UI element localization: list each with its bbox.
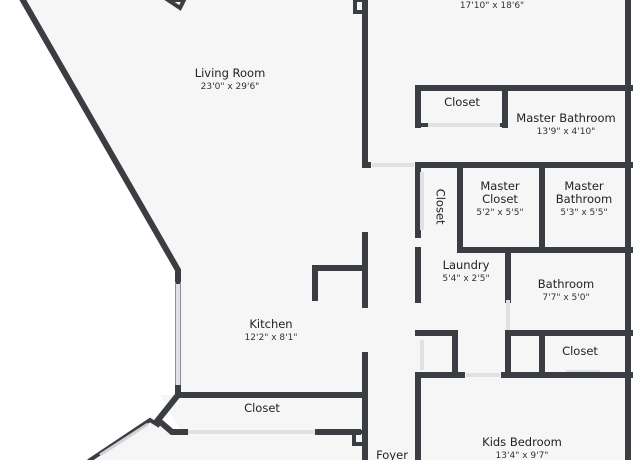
closet-bottom-label: Closet (244, 401, 280, 415)
wall-entry-angled (87, 417, 161, 460)
laundry-label: Laundry 5'4" x 2'5" (442, 258, 490, 285)
master-closet-dims: 5'2" x 5'5" (476, 208, 524, 219)
closet-vertical-label: Closet (433, 188, 448, 225)
foyer-label: Foyer (376, 448, 408, 460)
floor-entry-angled (90, 420, 365, 460)
floor-closet-bottom (160, 395, 365, 430)
bathroom-name: Bathroom (537, 277, 595, 291)
master-bathroom-a-name: Master Bathroom (516, 111, 616, 125)
floor-right-rooms (418, 88, 630, 460)
master-bathroom-a-label: Master Bathroom 13'9" x 4'10" (516, 111, 616, 138)
master-bathroom-b-label: Master Bathroom 5'3" x 5'5" (555, 179, 613, 219)
kitchen-label: Kitchen 12'2" x 8'1" (244, 317, 298, 344)
column-bottom (352, 430, 366, 446)
master-closet-name-2: Closet (482, 192, 518, 207)
kids-bedroom-name: Kids Bedroom (482, 435, 562, 449)
master-bathroom-b-name-2: Bathroom (555, 192, 613, 207)
closet-vertical-name: Closet (433, 188, 448, 225)
bathroom-dims: 7'7" x 5'0" (542, 293, 590, 304)
master-bathroom-a-dims: 13'9" x 4'10" (536, 127, 596, 138)
living-room-dims: 23'0" x 29'6" (200, 82, 260, 93)
kids-bedroom-dims: 13'4" x 9'7" (495, 451, 549, 460)
living-room-name: Living Room (194, 66, 266, 80)
laundry-dims: 5'4" x 2'5" (442, 274, 490, 285)
master-bedroom-dims: 17'10" x 18'6" (459, 1, 525, 11)
closet-right-name: Closet (562, 344, 598, 358)
foyer-name: Foyer (376, 448, 408, 460)
master-closet-name-1: Master (480, 179, 520, 193)
master-closet-label: Master Closet 5'2" x 5'5" (476, 179, 524, 219)
kids-bedroom-label: Kids Bedroom 13'4" x 9'7" (482, 435, 562, 460)
kitchen-dims: 12'2" x 8'1" (244, 333, 298, 344)
closet-top-name: Closet (444, 95, 480, 109)
wall-kitchen-counter (312, 265, 365, 301)
floor-living-kitchen (22, 0, 418, 460)
master-bathroom-b-name-1: Master (564, 179, 604, 193)
kitchen-name: Kitchen (249, 317, 293, 331)
window-entry (99, 422, 149, 457)
living-room-label: Living Room 23'0" x 29'6" (194, 66, 266, 93)
master-bedroom-label: 17'10" x 18'6" (460, 0, 524, 11)
bathroom-label: Bathroom 7'7" x 5'0" (537, 277, 595, 304)
closet-right-label: Closet (562, 344, 598, 358)
closet-top-label: Closet (444, 95, 480, 109)
laundry-name: Laundry (442, 258, 490, 272)
closet-bottom-name: Closet (244, 401, 280, 415)
window-living-top (164, 0, 187, 11)
wall-closet-bottom-angled (153, 390, 188, 435)
master-bathroom-b-dims: 5'3" x 5'5" (560, 208, 608, 219)
